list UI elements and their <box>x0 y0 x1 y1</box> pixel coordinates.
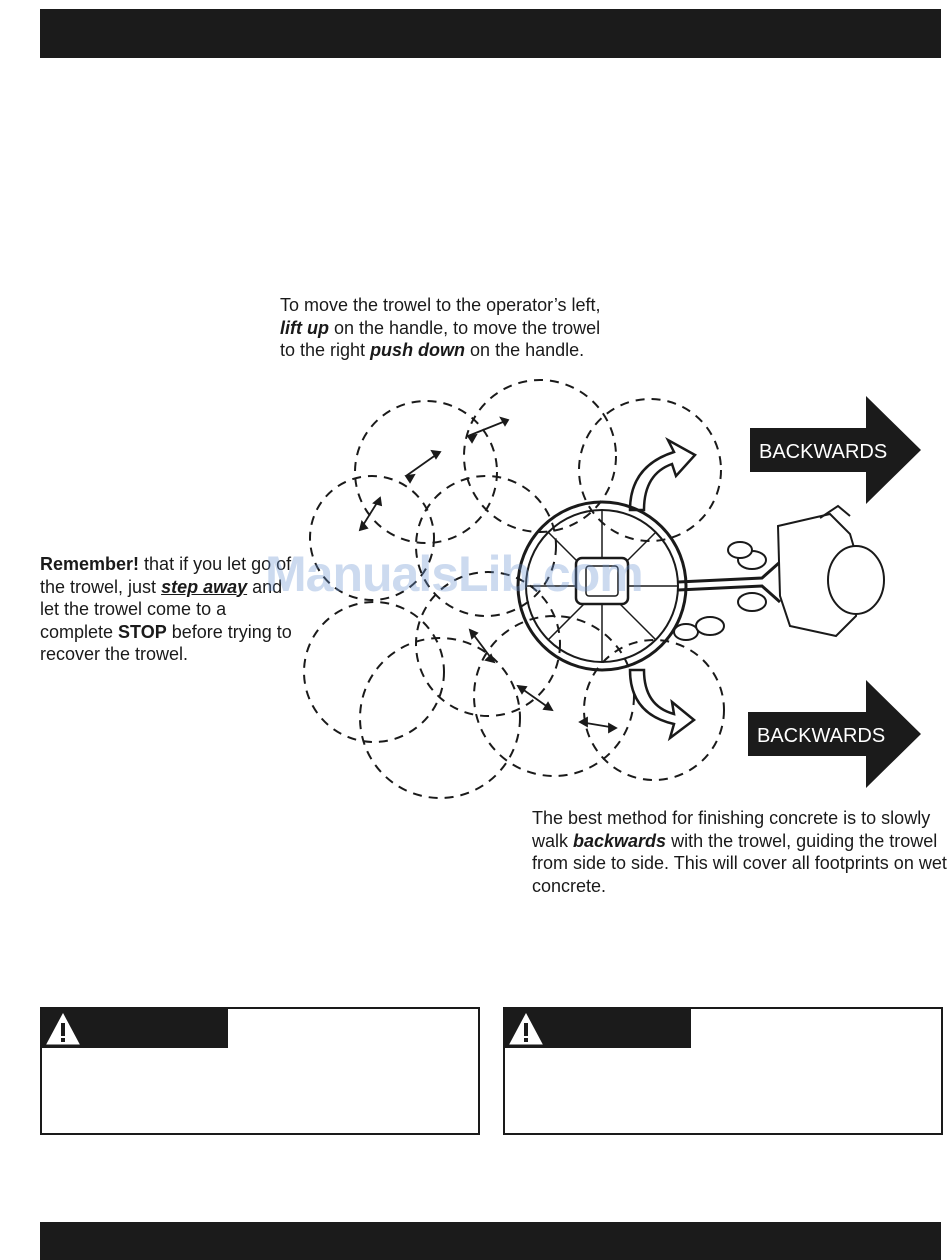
caption-remember: Remember! that if you let go of the trow… <box>40 554 292 664</box>
backwards-arrow-lower: BACKWARDS <box>748 680 921 788</box>
small-direction-arrows <box>358 416 618 734</box>
warning-triangle-icon <box>46 1012 80 1045</box>
dashed-trowel-paths <box>303 379 725 799</box>
caption-steering: To move the trowel to the operator’s lef… <box>280 295 601 360</box>
warning-box-left <box>40 1007 480 1135</box>
backwards-label-lower: BACKWARDS <box>757 725 885 747</box>
header-bar <box>40 9 941 58</box>
operator-figure <box>673 504 885 641</box>
warning-header-right <box>505 1009 691 1048</box>
caption-best-method: The best method for finishing concrete i… <box>532 808 947 896</box>
warning-box-right <box>503 1007 943 1135</box>
warning-triangle-icon <box>509 1012 543 1045</box>
curved-swing-arrows <box>628 436 697 742</box>
warning-header-left <box>42 1009 228 1048</box>
trowel-pattern-diagram: BACKWARDS BACKWARDS <box>303 379 921 799</box>
backwards-label-upper: BACKWARDS <box>759 441 887 463</box>
backwards-arrow-upper: BACKWARDS <box>750 396 921 504</box>
power-trowel-machine <box>516 500 781 672</box>
footer-bar <box>40 1222 941 1260</box>
watermark: ManualsLib.com <box>265 546 644 602</box>
